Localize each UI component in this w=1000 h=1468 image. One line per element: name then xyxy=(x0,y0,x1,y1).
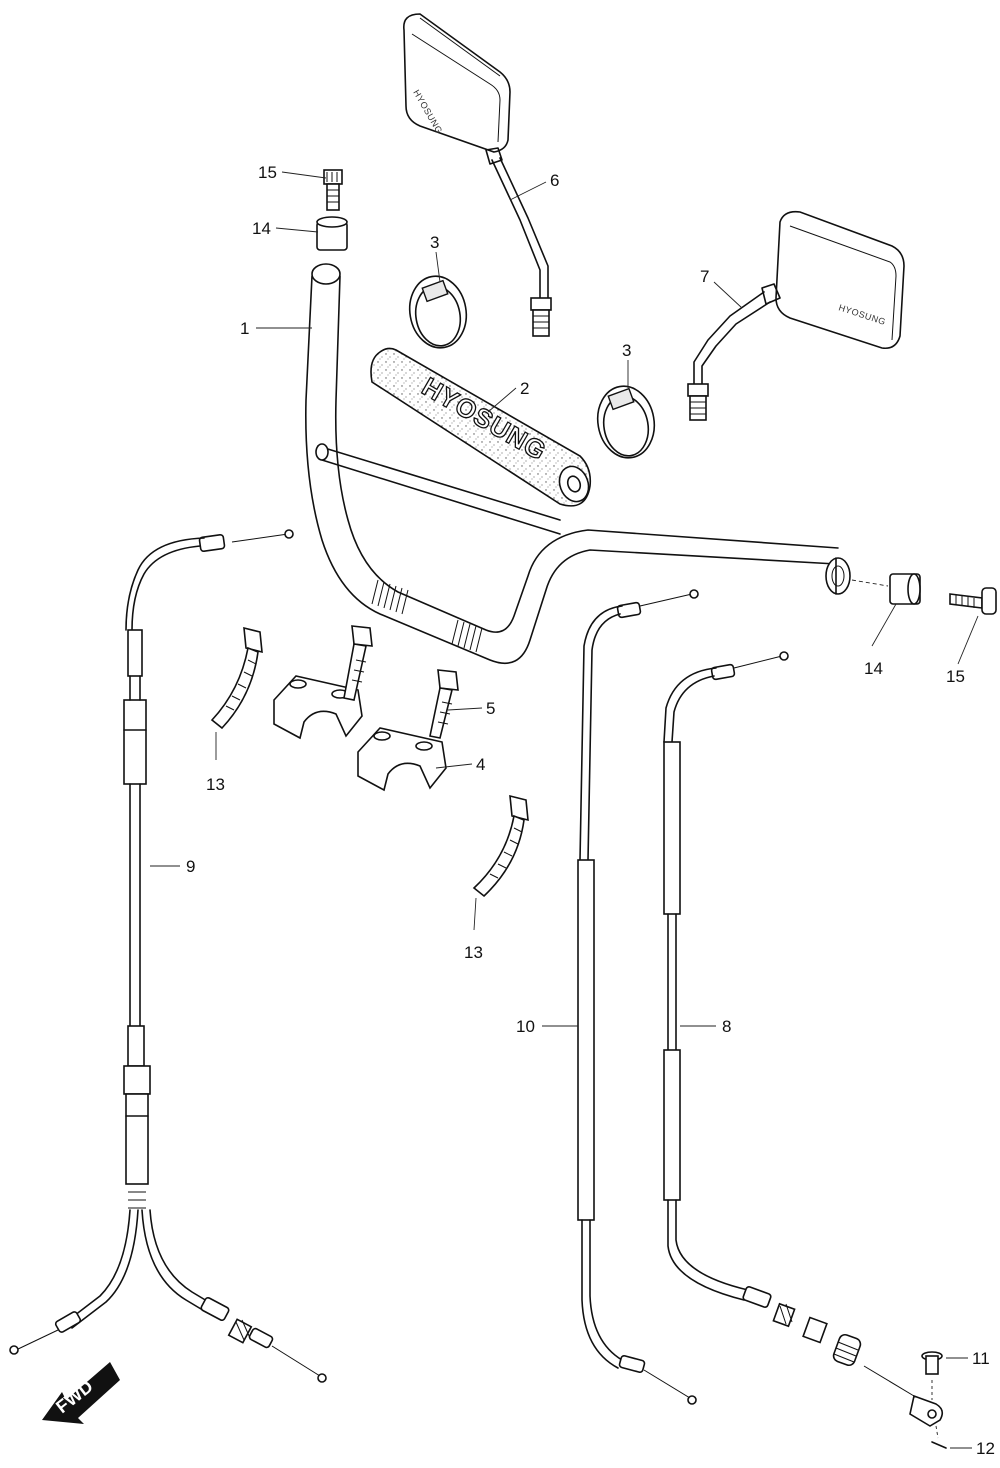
handlebar-holder-upper xyxy=(273,675,363,740)
callout-5: 5 xyxy=(486,699,495,718)
holder-bolt-lower xyxy=(429,669,459,739)
leader-lines xyxy=(150,171,979,1449)
cotter-pin xyxy=(931,1441,947,1449)
callout-4: 4 xyxy=(476,755,485,774)
throttle-cable-10 xyxy=(577,589,699,1405)
bush-right xyxy=(889,573,921,605)
handlebar-pad: HYOSUNG xyxy=(370,347,592,507)
bolt-top xyxy=(323,169,343,211)
cable-tie-left xyxy=(210,626,263,730)
callout-numbers: 1 2 3 3 4 5 6 7 8 9 10 11 12 13 13 14 14… xyxy=(186,163,995,1458)
clutch-cable xyxy=(9,529,327,1383)
forward-direction-arrow: FWD xyxy=(42,1362,120,1424)
throttle-cable-8 xyxy=(663,651,915,1397)
callout-8: 8 xyxy=(722,1017,731,1036)
callout-10: 10 xyxy=(516,1017,535,1036)
callout-7: 7 xyxy=(700,267,709,286)
callout-13-left: 13 xyxy=(206,775,225,794)
callout-14-top: 14 xyxy=(252,219,271,238)
callout-3-left: 3 xyxy=(430,233,439,252)
clevis-pin xyxy=(921,1351,943,1375)
callout-1: 1 xyxy=(240,319,249,338)
hose-clamp-right xyxy=(596,385,656,459)
mirror-right: HYOSUNG xyxy=(687,210,905,421)
bolt-right xyxy=(949,587,997,615)
cable-clevis xyxy=(909,1394,944,1427)
callout-13-right: 13 xyxy=(464,943,483,962)
holder-bolt-upper xyxy=(343,625,373,701)
callout-12: 12 xyxy=(976,1439,995,1458)
callout-14-right: 14 xyxy=(864,659,883,678)
handlebar-holder-lower xyxy=(357,727,447,792)
callout-9: 9 xyxy=(186,857,195,876)
cable-tie-right xyxy=(472,794,529,898)
callout-15-right: 15 xyxy=(946,667,965,686)
callout-15-top: 15 xyxy=(258,163,277,182)
hose-clamp-left xyxy=(408,275,468,349)
callout-3-right: 3 xyxy=(622,341,631,360)
handlebar xyxy=(305,263,851,665)
callout-11: 11 xyxy=(972,1349,990,1368)
callout-2: 2 xyxy=(520,379,529,398)
bush-top xyxy=(316,216,348,251)
callout-6: 6 xyxy=(550,171,559,190)
